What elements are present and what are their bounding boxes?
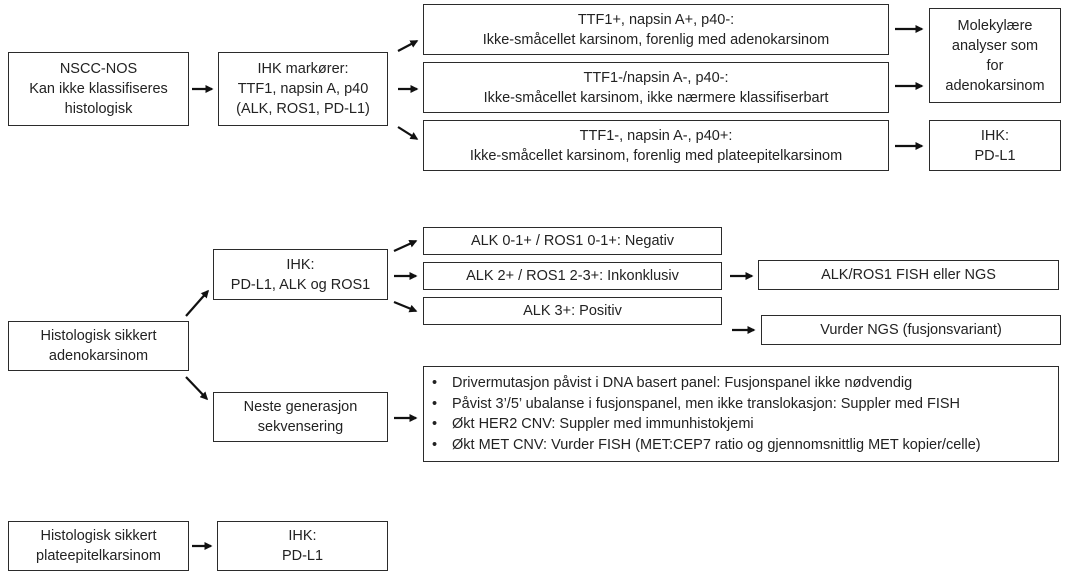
molecular-line-3: for bbox=[986, 57, 1004, 74]
alk-inconclusive-label: ALK 2+ / ROS1 2-3+: Inkonklusiv bbox=[466, 268, 679, 284]
p40-positive-line-2: Ikke-småcellet karsinom, forenlig med pl… bbox=[469, 147, 843, 164]
alk-positive-label: ALK 3+: Positiv bbox=[523, 303, 622, 319]
adenocarcinoma-line-2: adenokarsinom bbox=[48, 348, 149, 364]
squamous-line-1: Histologisk sikkert bbox=[40, 528, 157, 544]
ttf1-negative-box: TTF1-/napsin A-, p40-: Ikke-småcellet ka… bbox=[423, 62, 889, 113]
ihk-pdl1-alk-ros1-box: IHK: PD-L1, ALK og ROS1 bbox=[213, 249, 388, 300]
ihk-pdl1-alk-line-2: PD-L1, ALK og ROS1 bbox=[230, 276, 371, 293]
alk-negative-label: ALK 0-1+ / ROS1 0-1+: Negativ bbox=[470, 233, 675, 249]
ngs-results-box: Drivermutasjon påvist i DNA basert panel… bbox=[423, 366, 1059, 462]
arrow-ihk-to-alk-neg bbox=[393, 239, 418, 253]
molecular-analysis-box: Molekylære analyser som for adenokarsino… bbox=[929, 8, 1061, 103]
arrow-adeno-to-ihk-pdl1 bbox=[185, 289, 209, 317]
ngs-result-item: Økt HER2 CNV: Suppler med immunhistokjem… bbox=[432, 414, 981, 435]
arrow-adeno-to-ngs bbox=[185, 376, 209, 401]
ihk-pdl1-top-line-2: PD-L1 bbox=[974, 147, 1016, 164]
ngs-fusion-box: Vurder NGS (fusjonsvariant) bbox=[761, 315, 1061, 345]
ttf1-positive-line-1: TTF1+, napsin A+, p40-: bbox=[577, 11, 735, 28]
ihk-pdl1-bottom-box: IHK: PD-L1 bbox=[217, 521, 388, 571]
ihk-pdl1-alk-line-1: IHK: bbox=[286, 256, 315, 273]
molecular-line-4: adenokarsinom bbox=[945, 77, 1045, 94]
ngs-line-2: sekvensering bbox=[257, 419, 344, 435]
ttf1-positive-line-2: Ikke-småcellet karsinom, forenlig med ad… bbox=[482, 31, 830, 48]
nscc-nos-line-1: NSCC-NOS bbox=[59, 61, 138, 77]
ihk-pdl1-bottom-line-1: IHK: bbox=[288, 528, 317, 544]
molecular-line-1: Molekylære bbox=[957, 17, 1033, 34]
ngs-box: Neste generasjon sekvensering bbox=[213, 392, 388, 442]
squamous-box: Histologisk sikkert plateepitelkarsinom bbox=[8, 521, 189, 571]
nscc-nos-line-2: Kan ikke klassifiseres bbox=[29, 81, 168, 97]
ihk-markers-box: IHK markører: TTF1, napsin A, p40 (ALK, … bbox=[218, 52, 388, 126]
ngs-result-item: Påvist 3’/5’ ubalanse i fusjonspanel, me… bbox=[432, 394, 981, 415]
ihk-pdl1-top-box: IHK: PD-L1 bbox=[929, 120, 1061, 171]
arrow-ihk-to-ttf1-pos bbox=[397, 40, 419, 52]
nscc-nos-line-3: histologisk bbox=[64, 101, 133, 117]
molecular-line-2: analyser som bbox=[951, 37, 1039, 54]
ttf1-positive-box: TTF1+, napsin A+, p40-: Ikke-småcellet k… bbox=[423, 4, 889, 55]
ttf1-negative-line-2: Ikke-småcellet karsinom, ikke nærmere kl… bbox=[483, 89, 829, 106]
ihk-markers-line-1: IHK markører: bbox=[257, 61, 349, 77]
arrow-ihk-to-alk-pos bbox=[393, 300, 418, 313]
ngs-results-list: Drivermutasjon påvist i DNA basert panel… bbox=[432, 373, 981, 455]
ngs-line-1: Neste generasjon bbox=[243, 399, 358, 415]
ihk-markers-line-2: TTF1, napsin A, p40 bbox=[237, 81, 369, 97]
ihk-pdl1-bottom-line-2: PD-L1 bbox=[281, 548, 324, 564]
squamous-line-2: plateepitelkarsinom bbox=[36, 548, 161, 564]
ngs-result-item: Drivermutasjon påvist i DNA basert panel… bbox=[432, 373, 981, 394]
adenocarcinoma-box: Histologisk sikkert adenokarsinom bbox=[8, 321, 189, 371]
alk-negative-box: ALK 0-1+ / ROS1 0-1+: Negativ bbox=[423, 227, 722, 255]
fish-ngs-label: ALK/ROS1 FISH eller NGS bbox=[821, 267, 996, 283]
nscc-nos-box: NSCC-NOS Kan ikke klassifiseres histolog… bbox=[8, 52, 189, 126]
ihk-markers-line-3: (ALK, ROS1, PD-L1) bbox=[236, 101, 370, 117]
fish-ngs-box: ALK/ROS1 FISH eller NGS bbox=[758, 260, 1059, 290]
arrow-ihk-to-p40-pos bbox=[397, 126, 419, 140]
adenocarcinoma-line-1: Histologisk sikkert bbox=[40, 328, 157, 344]
ihk-pdl1-top-line-1: IHK: bbox=[980, 127, 1010, 144]
p40-positive-box: TTF1-, napsin A-, p40+: Ikke-småcellet k… bbox=[423, 120, 889, 171]
ngs-result-item: Økt MET CNV: Vurder FISH (MET:CEP7 ratio… bbox=[432, 435, 981, 456]
ttf1-negative-line-1: TTF1-/napsin A-, p40-: bbox=[583, 69, 729, 86]
alk-inconclusive-box: ALK 2+ / ROS1 2-3+: Inkonklusiv bbox=[423, 262, 722, 290]
p40-positive-line-1: TTF1-, napsin A-, p40+: bbox=[579, 127, 733, 144]
ngs-fusion-label: Vurder NGS (fusjonsvariant) bbox=[820, 322, 1002, 338]
alk-positive-box: ALK 3+: Positiv bbox=[423, 297, 722, 325]
